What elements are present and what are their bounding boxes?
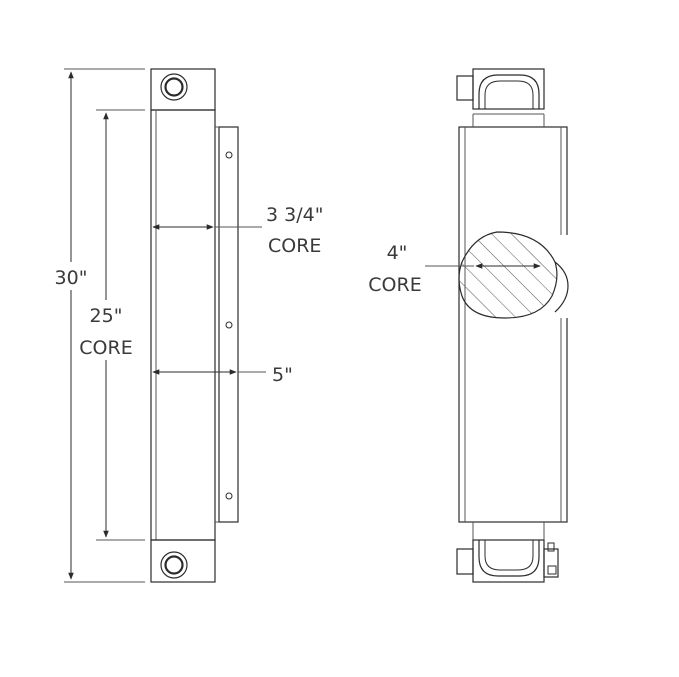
bottom-port-outer [160, 551, 188, 579]
core-width-word-label: CORE [268, 235, 321, 257]
side-core [150, 109, 216, 541]
core-width-dimension: 3 3/4" CORE [152, 204, 323, 257]
overall-height-dimension: 30" [48, 68, 145, 583]
core-height-dimension: 25" CORE [74, 109, 145, 541]
drain-fitting [543, 548, 559, 578]
cutaway-edge [554, 261, 569, 313]
bottom-port-inner [164, 555, 184, 575]
top-port-outer [160, 73, 188, 101]
core-cutaway-section [458, 231, 573, 319]
bracket-hole-bottom [225, 492, 233, 500]
front-view [456, 68, 573, 583]
mounting-bracket [218, 126, 239, 523]
bottom-tank [150, 539, 216, 583]
core-depth-value-label: 4" [387, 242, 408, 264]
top-port-inner [164, 77, 184, 97]
bracket-hole-middle [225, 321, 233, 329]
bracket-hole-top [225, 151, 233, 159]
front-core [458, 126, 568, 523]
overall-height-label: 30" [55, 267, 88, 289]
side-view [150, 68, 239, 583]
front-top-inlet [478, 74, 540, 109]
overall-depth-dimension: 5" [152, 364, 293, 386]
front-bottom-outlet [478, 540, 540, 577]
core-width-value-label: 3 3/4" [266, 204, 323, 226]
core-depth-word-label: CORE [368, 274, 421, 296]
core-height-value-label: 25" [90, 305, 123, 327]
overall-depth-label: 5" [272, 364, 293, 386]
hatched-core-section [458, 231, 558, 319]
core-depth-dimension: 4" CORE [368, 242, 541, 296]
core-height-word-label: CORE [79, 337, 132, 359]
